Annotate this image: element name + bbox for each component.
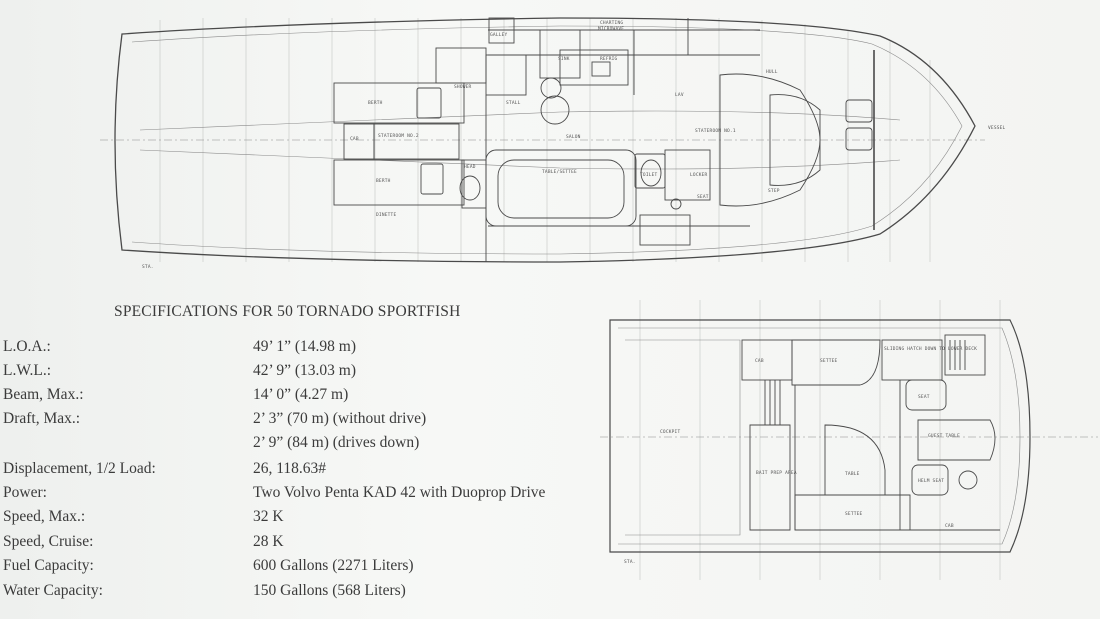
- spec-value: 49’ 1” (14.98 m): [253, 338, 357, 355]
- label-hull: HULL: [766, 69, 778, 75]
- spec-value: 2’ 9” (84 m) (drives down): [253, 434, 420, 451]
- label-vessel: VESSEL: [988, 125, 1006, 131]
- label-lav: LAV: [675, 92, 684, 98]
- spec-value: 42’ 9” (13.03 m): [253, 362, 357, 379]
- label-table: TABLE: [845, 471, 860, 477]
- label-cockpit: COCKPIT: [660, 429, 680, 435]
- label-stall: STALL: [506, 100, 521, 106]
- label-toilet: TOILET: [640, 172, 658, 178]
- spec-label: Draft, Max.:: [3, 410, 81, 427]
- label-guest-table: GUEST TABLE: [928, 433, 960, 439]
- spec-label: Speed, Cruise:: [3, 533, 94, 550]
- label-cab: CAB: [350, 136, 359, 142]
- lower-deck-plan-drawing: GALLEY SINK REFRIG MICROWAVE CHARTING BE…: [100, 17, 1006, 270]
- label-settee-upper: SETTEE: [820, 358, 838, 364]
- label-salon: SALON: [566, 134, 581, 140]
- label-sink: SINK: [558, 56, 570, 62]
- spec-value: 14’ 0” (4.27 m): [253, 386, 349, 403]
- spec-label: Displacement, 1/2 Load:: [3, 460, 156, 477]
- label-seat: SEAT: [918, 394, 930, 400]
- label-berth-stbd: BERTH: [376, 178, 391, 184]
- spec-label: Beam, Max.:: [3, 386, 84, 403]
- top-plan-labels: GALLEY SINK REFRIG MICROWAVE CHARTING BE…: [142, 20, 1006, 270]
- label-cab-fwd: CAB: [945, 523, 954, 529]
- label-galley: GALLEY: [490, 32, 508, 38]
- label-dinette: DINETTE: [376, 212, 396, 218]
- label-cab-aft: CAB: [755, 358, 764, 364]
- label-shower: SHOWER: [454, 84, 472, 90]
- label-step: STEP: [768, 188, 780, 194]
- spec-value: 600 Gallons (2271 Liters): [253, 557, 414, 574]
- label-seat: SEAT: [697, 194, 709, 200]
- spec-label: L.W.L.:: [3, 362, 52, 379]
- spec-value: 150 Gallons (568 Liters): [253, 582, 406, 599]
- spec-value: 32 K: [253, 508, 284, 525]
- spec-value: 26, 118.63#: [253, 460, 327, 477]
- spec-label: Fuel Capacity:: [3, 557, 94, 574]
- label-refrig: REFRIG: [600, 56, 618, 62]
- label-table-settee: TABLE/SETTEE: [542, 169, 577, 175]
- specs-title: SPECIFICATIONS FOR 50 TORNADO SPORTFISH: [114, 303, 461, 320]
- spec-label: Water Capacity:: [3, 582, 103, 599]
- label-stateroom-2: STATEROOM NO.2: [378, 133, 419, 139]
- spec-value: Two Volvo Penta KAD 42 with Duoprop Driv…: [253, 484, 546, 501]
- spec-value: 28 K: [253, 533, 284, 550]
- label-settee-lower: SETTEE: [845, 511, 863, 517]
- label-locker: LOCKER: [690, 172, 708, 178]
- label-station-bottom: STA.: [624, 559, 636, 565]
- label-berth-port: BERTH: [368, 100, 383, 106]
- label-sliding-hatch: SLIDING HATCH DOWN TO LOWER DECK: [884, 346, 977, 352]
- label-stateroom-1: STATEROOM NO.1: [695, 128, 736, 134]
- label-bait-prep: BAIT PREP AREA: [756, 470, 797, 476]
- label-charting: CHARTING: [600, 20, 623, 26]
- spec-value: 2’ 3” (70 m) (without drive): [253, 410, 427, 427]
- bottom-plan-labels: COCKPIT CAB SETTEE SLIDING HATCH DOWN TO…: [624, 346, 977, 565]
- label-helm-seat: HELM SEAT: [918, 478, 944, 484]
- spec-label: Speed, Max.:: [3, 508, 86, 525]
- label-station: STA.: [142, 264, 154, 270]
- spec-label: Power:: [3, 484, 47, 501]
- label-microwave: MICROWAVE: [598, 26, 624, 32]
- label-head: HEAD: [464, 164, 476, 170]
- spec-label: L.O.A.:: [3, 338, 51, 355]
